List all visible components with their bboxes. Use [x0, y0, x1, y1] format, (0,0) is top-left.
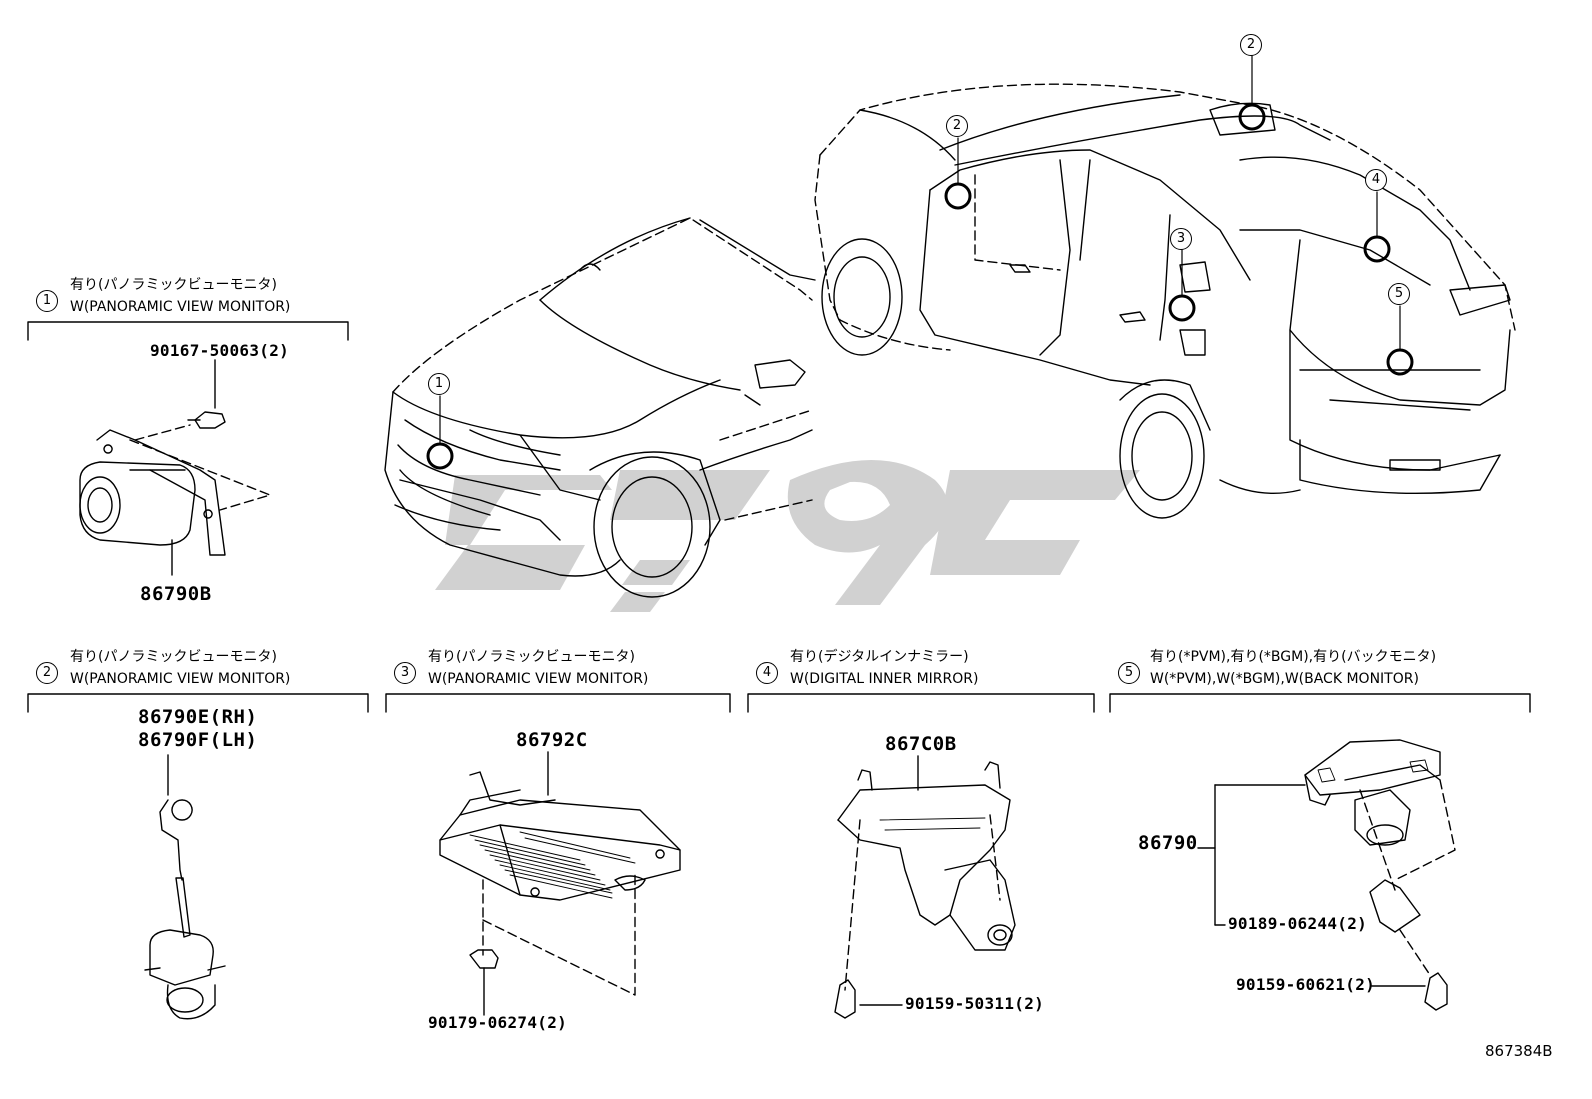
part-number-86792C: 86792C: [516, 729, 588, 751]
group-2-number: 2: [36, 662, 58, 684]
part-number-86790F-LH: 86790F(LH): [138, 729, 258, 751]
group-1-note-en: W(PANORAMIC VIEW MONITOR): [70, 299, 291, 315]
part-number-867C0B: 867C0B: [885, 733, 957, 755]
group-4-note-en: W(DIGITAL INNER MIRROR): [790, 671, 979, 687]
bracket-group-4: [747, 693, 1095, 713]
group-4-number: 4: [756, 662, 778, 684]
vehicle-callout-3: 3: [1170, 228, 1192, 250]
part-number-90159-60621: 90159-60621(2): [1236, 975, 1376, 994]
group-3-note-en: W(PANORAMIC VIEW MONITOR): [428, 671, 649, 687]
part-number-86790B: 86790B: [140, 583, 212, 605]
diagram-code: 867384B: [1485, 1042, 1553, 1060]
part-number-90167-50063: 90167-50063(2): [150, 341, 290, 360]
group-3-number: 3: [394, 662, 416, 684]
part-number-86790: 86790: [1138, 832, 1198, 854]
part-number-90189-06244: 90189-06244(2): [1228, 914, 1368, 933]
group-4-note-jp: 有り(デジタルインナミラー): [790, 649, 969, 665]
vehicle-callout-2-right: 2: [1240, 34, 1262, 56]
part-number-86790E-RH: 86790E(RH): [138, 706, 258, 728]
part-number-90179-06274: 90179-06274(2): [428, 1013, 568, 1032]
control-module-drawing: [439, 751, 681, 1016]
vehicle-callout-2-left: 2: [946, 115, 968, 137]
side-camera-drawing: [144, 754, 226, 1020]
front-camera-drawing: [79, 359, 271, 576]
group-5-note-jp: 有り(*PVM),有り(*BGM),有り(バックモニタ): [1150, 649, 1437, 665]
group-5-number: 5: [1118, 662, 1140, 684]
back-camera-drawing: [1197, 739, 1456, 1011]
group-2-note-jp: 有り(パノラミックビューモニタ): [70, 649, 277, 665]
group-1-note-jp: 有り(パノラミックビューモニタ): [70, 277, 277, 293]
group-2-note-en: W(PANORAMIC VIEW MONITOR): [70, 671, 291, 687]
group-5-note-en: W(*PVM),W(*BGM),W(BACK MONITOR): [1150, 671, 1419, 687]
rear-vehicle-drawing: [814, 83, 1516, 519]
group-3-note-jp: 有り(パノラミックビューモニタ): [428, 649, 635, 665]
mirror-camera-drawing: [834, 755, 1016, 1019]
bracket-group-3: [385, 693, 731, 713]
group-1-number: 1: [36, 290, 58, 312]
watermark-logo: [435, 460, 1140, 612]
bracket-group-1: [27, 321, 349, 341]
bracket-group-2: [27, 693, 369, 713]
bracket-group-5: [1109, 693, 1531, 713]
vehicle-callout-5: 5: [1388, 283, 1410, 305]
part-number-90159-50311: 90159-50311(2): [905, 994, 1045, 1013]
vehicle-callout-4: 4: [1365, 169, 1387, 191]
vehicle-callout-1: 1: [428, 373, 450, 395]
vehicle-locations: [426, 55, 1414, 470]
